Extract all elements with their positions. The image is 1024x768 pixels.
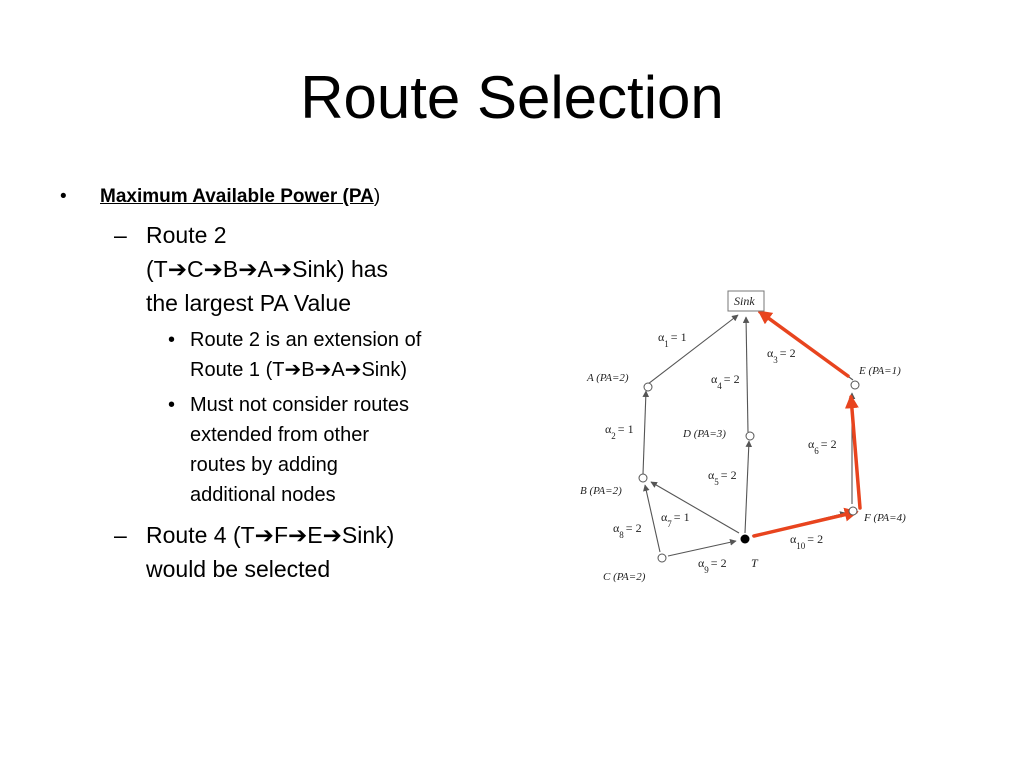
- arrow-right-icon: ➔: [314, 359, 332, 381]
- route-text: C: [187, 256, 204, 282]
- edge-c-b: [643, 484, 661, 553]
- route-text: B: [222, 256, 239, 282]
- node-t-label: T: [751, 556, 759, 570]
- bullet-marker: •: [168, 329, 176, 351]
- edge-a-sink: [647, 314, 739, 385]
- arrow-right-icon: ➔: [254, 522, 274, 548]
- slide-title: Route Selection: [300, 64, 724, 131]
- node-c: [657, 553, 667, 563]
- edge-label-1: α1= 1: [658, 330, 687, 349]
- route-text: Sink) has: [292, 256, 389, 282]
- edge-label-3: α3= 2: [767, 346, 796, 365]
- node-c-label: C (PA=2): [603, 571, 646, 583]
- node-a-label: A (PA=2): [586, 372, 629, 384]
- route-text: Sink): [341, 522, 395, 548]
- highlight-e-sink: [757, 310, 850, 378]
- node-b: [638, 473, 648, 483]
- route-text: E: [307, 522, 323, 548]
- route-text: A: [257, 256, 273, 282]
- route-4-line1: Route 4 (T➔F➔E➔Sink): [146, 518, 500, 552]
- highlight-t-f: [752, 507, 859, 538]
- extension-line2: Route 1 (T➔B➔A➔Sink): [190, 355, 500, 385]
- edge-label-9: α9= 2: [698, 556, 727, 575]
- bullet-maximum-available-power: • Maximum Available Power (PA): [60, 184, 500, 210]
- route-text: Route 1 (T: [190, 359, 285, 381]
- node-e-label: E (PA=1): [858, 365, 901, 377]
- route-diagram: Sink A (PA=2) B (PA=2) C (PA=2) D (PA=3)…: [580, 290, 906, 583]
- edge-b-a: [642, 390, 650, 475]
- route-2-line2: (T➔C➔B➔A➔Sink) has: [146, 252, 500, 286]
- edge-t-b: [650, 481, 740, 534]
- route-text: F: [273, 522, 288, 548]
- arrow-right-icon: ➔: [344, 359, 362, 381]
- bullet-marker: •: [60, 186, 67, 207]
- arrow-right-icon: ➔: [272, 256, 293, 282]
- arrow-right-icon: ➔: [167, 256, 187, 282]
- dash-marker: –: [114, 222, 127, 248]
- node-a: [643, 382, 653, 392]
- subitem-route-2: – Route 2 (T➔C➔B➔A➔Sink) has the largest…: [60, 218, 500, 320]
- must-not-line3: routes by adding: [190, 454, 338, 476]
- edge-t-d: [744, 440, 753, 534]
- node-d: [745, 431, 755, 441]
- edge-label-6: α6= 2: [808, 437, 837, 456]
- route-text: B: [301, 359, 315, 381]
- node-f: [848, 506, 858, 516]
- arrow-right-icon: ➔: [284, 359, 302, 381]
- must-not-line4: additional nodes: [190, 484, 336, 506]
- dash-marker: –: [114, 522, 127, 548]
- arrow-right-icon: ➔: [288, 522, 308, 548]
- route-2-line1: Route 2: [146, 222, 227, 248]
- node-f-label: F (PA=4): [863, 512, 906, 524]
- node-sink-box: [727, 290, 765, 312]
- edge-d-sink: [742, 316, 750, 433]
- route-text: Sink): [361, 359, 408, 381]
- route-text: Route 4 (T: [146, 522, 255, 548]
- must-not-line1: Must not consider routes: [190, 394, 409, 416]
- bullet-heading-tail: ): [373, 186, 381, 207]
- must-not-line2: extended from other: [190, 424, 369, 446]
- arrow-right-icon: ➔: [203, 256, 223, 282]
- edge-c-t: [667, 539, 737, 557]
- arrow-right-icon: ➔: [238, 256, 258, 282]
- node-b-label: B (PA=2): [580, 485, 622, 497]
- subitem-route-2-extension: • Route 2 is an extension of Route 1 (T➔…: [60, 325, 500, 385]
- edge-label-5: α5= 2: [708, 468, 737, 487]
- slide-content: • Maximum Available Power (PA) – Route 2…: [60, 184, 500, 586]
- edge-label-8: α8= 2: [613, 521, 642, 540]
- route-text: A: [331, 359, 345, 381]
- subitem-route-4: – Route 4 (T➔F➔E➔Sink) would be selected: [60, 518, 500, 586]
- arrow-right-icon: ➔: [322, 522, 342, 548]
- node-d-label: D (PA=3): [682, 428, 726, 440]
- route-4-line2: would be selected: [146, 556, 331, 582]
- route-text: (T: [146, 256, 168, 282]
- bullet-heading: Maximum Available Power (PA: [100, 186, 374, 207]
- edge-label-10: α10= 2: [790, 532, 823, 551]
- highlight-f-e: [844, 394, 862, 510]
- edge-label-2: α2= 1: [605, 422, 634, 441]
- route-2-line3: the largest PA Value: [146, 290, 352, 316]
- node-t: [740, 534, 750, 544]
- edge-label-4: α4= 2: [711, 372, 740, 391]
- edge-label-7: α7= 1: [661, 510, 690, 529]
- extension-line1: Route 2 is an extension of: [190, 329, 422, 351]
- node-e: [850, 380, 860, 390]
- node-sink-label: Sink: [734, 294, 755, 308]
- bullet-marker: •: [168, 394, 176, 416]
- subitem-must-not-consider: • Must not consider routes extended from…: [60, 390, 500, 510]
